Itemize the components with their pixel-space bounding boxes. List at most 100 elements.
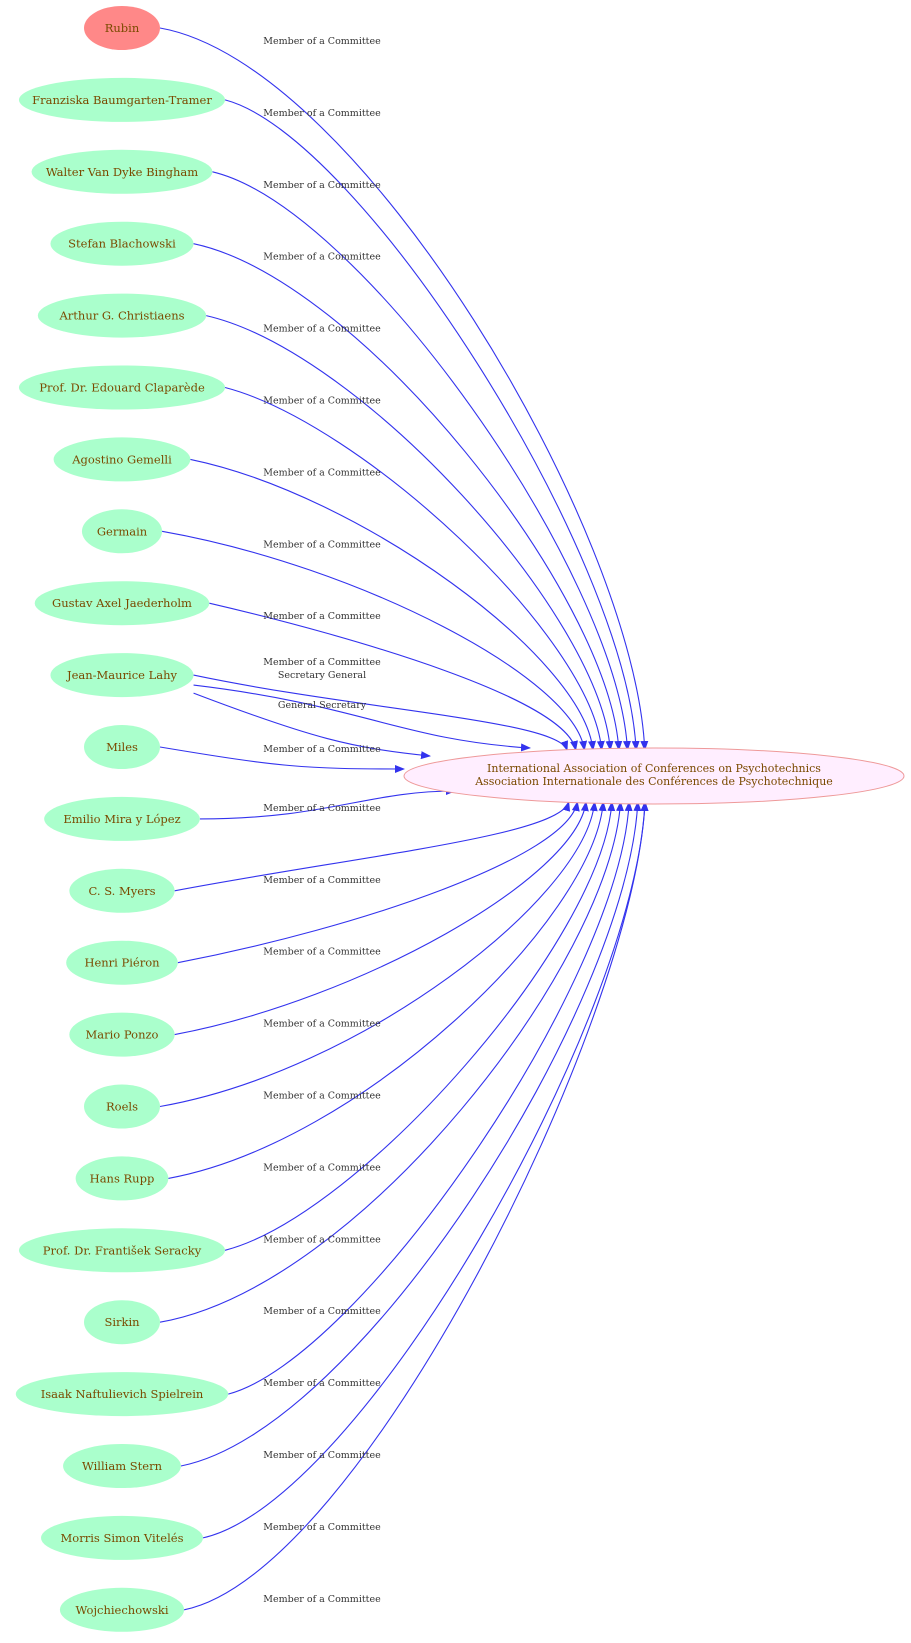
person-node-label: Rubin — [105, 21, 140, 35]
person-node-shape — [18, 77, 226, 122]
person-node[interactable]: Emilio Mira y López — [44, 796, 200, 841]
person-node-label: Mario Ponzo — [86, 1028, 159, 1042]
person-node-label: Arthur G. Christiaens — [58, 309, 184, 323]
person-node-shape — [44, 796, 200, 841]
person-node[interactable]: Stefan Blachowski — [50, 221, 194, 266]
person-node-shape — [34, 581, 210, 626]
person-node[interactable]: Gustav Axel Jaederholm — [34, 581, 210, 626]
person-node-label: William Stern — [82, 1459, 163, 1473]
committee-edge — [199, 787, 456, 820]
person-node-shape — [59, 1587, 185, 1632]
person-node-label: Germain — [97, 524, 148, 538]
person-node-shape — [41, 1515, 203, 1560]
person-node-label: Wojchiechowski — [75, 1603, 168, 1617]
committee-edge — [180, 801, 642, 1467]
edge-label: Member of a Committee — [263, 657, 381, 668]
committee-edge — [202, 801, 649, 1539]
committee-edge — [161, 530, 588, 751]
person-node[interactable]: Jean-Maurice Lahy — [50, 653, 194, 698]
person-node[interactable]: Hans Rupp — [75, 1156, 169, 1201]
committee-edge — [228, 801, 633, 1395]
person-node[interactable]: Wojchiechowski — [59, 1587, 185, 1632]
edges-layer — [159, 27, 649, 1611]
edge-label: Member of a Committee — [263, 1594, 381, 1605]
edge-label: Member of a Committee — [263, 539, 381, 550]
person-node[interactable]: Sirkin — [84, 1300, 160, 1345]
edge-label: Member of a Committee — [263, 467, 381, 478]
person-node-label: Sirkin — [104, 1315, 140, 1329]
center-node[interactable]: International Association of Conferences… — [403, 747, 905, 805]
center-node-subtitle: Association Internationale des Conférenc… — [474, 775, 833, 788]
person-node-shape — [15, 1372, 229, 1417]
committee-edge — [193, 674, 568, 751]
person-node[interactable]: Prof. Dr. František Seracky — [18, 1228, 226, 1273]
person-node-label: Franziska Baumgarten-Tramer — [32, 93, 212, 107]
person-node-label: Agostino Gemelli — [71, 452, 172, 466]
person-node-shape — [63, 1444, 181, 1488]
person-node-shape — [84, 725, 160, 769]
committee-edge — [193, 692, 431, 760]
committee-edge — [183, 801, 649, 1611]
person-node-label: Miles — [106, 740, 138, 754]
committee-edge — [168, 801, 607, 1179]
edge-label: Member of a Committee — [263, 1091, 381, 1102]
edge-label: Member of a Committee — [263, 1378, 381, 1389]
committee-edge — [193, 684, 531, 752]
person-node[interactable]: Roels — [84, 1084, 160, 1129]
person-node-shape — [50, 221, 194, 266]
person-node-label: Prof. Dr. Edouard Claparède — [39, 381, 205, 395]
person-node-shape — [53, 437, 191, 482]
edge-label: Member of a Committee — [263, 1522, 381, 1533]
person-node[interactable]: Agostino Gemelli — [53, 437, 191, 482]
person-node-shape — [84, 6, 160, 50]
person-node[interactable]: Henri Piéron — [66, 940, 178, 985]
edge-label: Member of a Committee — [263, 108, 381, 119]
committee-edge — [212, 171, 631, 751]
committee-edge — [159, 801, 624, 1323]
edge-label: Member of a Committee — [263, 1019, 381, 1030]
person-node[interactable]: Arthur G. Christiaens — [37, 293, 207, 338]
edge-label: Member of a Committee — [263, 1450, 381, 1461]
person-node[interactable]: Isaak Naftulievich Spielrein — [15, 1372, 229, 1417]
edge-label: General Secretary — [278, 700, 367, 711]
person-node[interactable]: Franziska Baumgarten-Tramer — [18, 77, 226, 122]
edge-label: Member of a Committee — [263, 252, 381, 263]
committee-edge — [224, 801, 616, 1251]
person-node-label: Prof. Dr. František Seracky — [43, 1243, 202, 1257]
person-node[interactable]: Prof. Dr. Edouard Claparède — [18, 365, 226, 410]
committee-edge — [159, 27, 649, 751]
committee-edge — [174, 801, 570, 892]
person-node-label: Roels — [106, 1100, 138, 1114]
person-node-shape — [37, 293, 207, 338]
edge-label: Member of a Committee — [263, 744, 381, 755]
person-node-shape — [75, 1156, 169, 1201]
committee-edge — [177, 801, 580, 964]
person-node[interactable]: Rubin — [84, 6, 160, 50]
person-node[interactable]: Morris Simon Vitelés — [41, 1515, 203, 1560]
edge-label: Member of a Committee — [263, 396, 381, 407]
person-node-label: C. S. Myers — [89, 884, 156, 898]
edge-label: Member of a Committee — [263, 611, 381, 622]
committee-edge — [209, 602, 578, 751]
edge-label: Member of a Committee — [263, 1306, 381, 1317]
person-node-shape — [84, 1084, 160, 1129]
committee-edge — [193, 243, 623, 751]
person-node[interactable]: Germain — [81, 509, 163, 554]
person-node-label: Morris Simon Vitelés — [61, 1531, 184, 1545]
person-node[interactable]: C. S. Myers — [69, 868, 175, 913]
person-node[interactable]: Mario Ponzo — [69, 1012, 175, 1057]
committee-edge — [206, 315, 614, 751]
person-node[interactable]: William Stern — [63, 1444, 181, 1488]
person-node[interactable]: Miles — [84, 725, 160, 769]
committee-edge — [159, 746, 405, 773]
person-node-label: Stefan Blachowski — [68, 237, 176, 251]
person-node[interactable]: Walter Van Dyke Bingham — [31, 149, 213, 194]
committee-edge — [190, 458, 596, 751]
person-node-shape — [69, 1012, 175, 1057]
person-node-shape — [50, 653, 194, 698]
person-node-shape — [18, 365, 226, 410]
person-node-label: Henri Piéron — [84, 956, 160, 970]
